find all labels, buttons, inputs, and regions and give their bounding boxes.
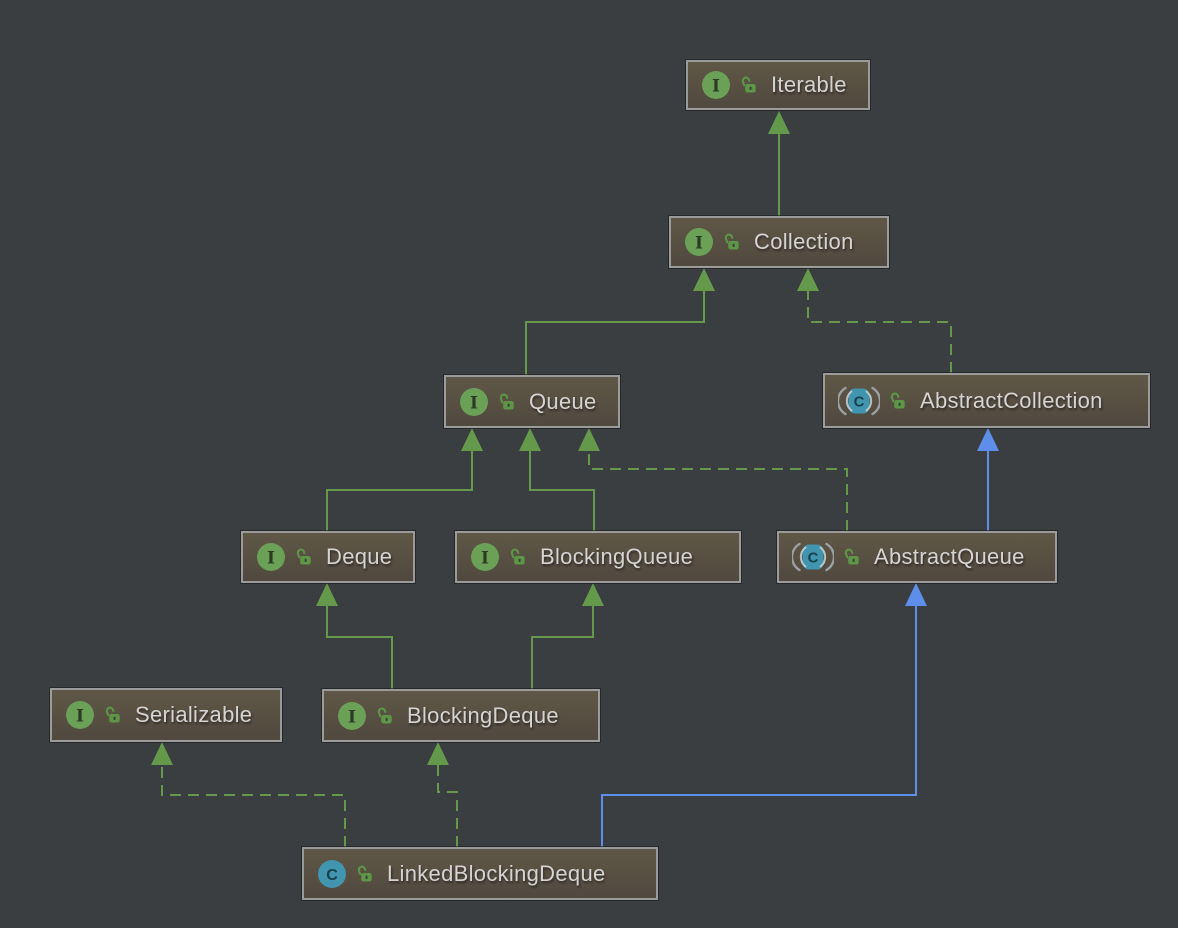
public-lock-icon: [104, 706, 122, 724]
interface-icon: I: [65, 700, 95, 730]
class-node-blocking-deque[interactable]: I BlockingDeque: [322, 689, 600, 742]
svg-text:C: C: [854, 393, 865, 410]
interface-icon: I: [470, 542, 500, 572]
class-node-linked-blocking-deque[interactable]: C LinkedBlockingDeque: [302, 847, 658, 900]
public-lock-icon: [356, 865, 374, 883]
class-name-label: Iterable: [771, 72, 847, 97]
arrowhead-queue-to-collection: [693, 268, 715, 291]
class-node-deque[interactable]: I Deque: [241, 531, 415, 583]
edge-abstract-collection-to-collection: [807, 291, 952, 373]
class-icon: C: [317, 859, 347, 889]
interface-icon: I: [337, 701, 367, 731]
public-lock-icon: [889, 392, 907, 410]
class-name-label: AbstractCollection: [920, 387, 1103, 413]
public-lock-icon: [509, 548, 527, 566]
arrowhead-blocking-queue-to-queue: [519, 428, 541, 451]
class-node-serializable[interactable]: I Serializable: [50, 688, 282, 742]
arrowhead-blocking-deque-to-deque: [316, 583, 338, 606]
public-lock-icon: [723, 233, 741, 251]
class-name-label: BlockingDeque: [407, 702, 559, 728]
svg-text:I: I: [76, 707, 84, 727]
class-node-collection[interactable]: I Collection: [669, 216, 889, 268]
arrowhead-deque-to-queue: [461, 428, 483, 451]
public-lock-icon: [498, 393, 516, 411]
interface-icon: I: [256, 542, 286, 572]
class-node-abstract-collection[interactable]: C AbstractCollection: [823, 373, 1150, 428]
svg-text:I: I: [267, 549, 275, 569]
arrowhead-linked-blocking-deque-to-serializable: [151, 742, 173, 765]
interface-icon: I: [684, 227, 714, 257]
edge-linked-blocking-deque-to-abstract-queue: [601, 606, 917, 847]
svg-text:I: I: [481, 549, 489, 569]
class-node-abstract-queue[interactable]: C AbstractQueue: [777, 531, 1057, 583]
arrowhead-blocking-deque-to-blocking-queue: [582, 583, 604, 606]
edge-abstract-queue-to-queue: [588, 451, 848, 531]
arrowhead-abstract-queue-to-abstract-collection: [977, 428, 999, 451]
public-lock-icon: [843, 548, 861, 566]
arrowhead-abstract-collection-to-collection: [797, 268, 819, 291]
class-name-label: BlockingQueue: [540, 544, 694, 569]
svg-text:I: I: [695, 234, 703, 254]
class-name-label: AbstractQueue: [874, 544, 1025, 569]
interface-icon: I: [701, 70, 731, 100]
edge-blocking-queue-to-queue: [529, 451, 595, 531]
edge-linked-blocking-deque-to-blocking-deque: [437, 765, 458, 847]
class-node-iterable[interactable]: I Iterable: [686, 60, 870, 110]
arrowhead-abstract-queue-to-queue: [578, 428, 600, 451]
edge-deque-to-queue: [326, 451, 473, 531]
class-name-label: Serializable: [135, 702, 253, 727]
class-node-blocking-queue[interactable]: I BlockingQueue: [455, 531, 741, 583]
svg-text:I: I: [712, 77, 720, 97]
svg-text:C: C: [326, 867, 338, 884]
class-name-label: Queue: [529, 388, 597, 414]
edge-linked-blocking-deque-to-serializable: [161, 765, 346, 847]
class-name-label: Deque: [326, 544, 393, 569]
public-lock-icon: [376, 707, 394, 725]
edge-blocking-deque-to-blocking-queue: [531, 606, 594, 689]
svg-text:C: C: [808, 550, 819, 567]
arrowhead-linked-blocking-deque-to-blocking-deque: [427, 742, 449, 765]
edge-queue-to-collection: [525, 291, 705, 375]
class-name-label: Collection: [754, 229, 854, 254]
arrowhead-linked-blocking-deque-to-abstract-queue: [905, 583, 927, 606]
svg-text:I: I: [470, 393, 478, 413]
abstract-class-icon: C: [792, 541, 834, 573]
interface-icon: I: [459, 387, 489, 417]
arrowhead-collection-to-iterable: [768, 111, 790, 134]
class-node-queue[interactable]: I Queue: [444, 375, 620, 428]
public-lock-icon: [295, 548, 313, 566]
public-lock-icon: [740, 76, 758, 94]
abstract-class-icon: C: [838, 385, 880, 417]
class-name-label: LinkedBlockingDeque: [387, 860, 606, 886]
edge-blocking-deque-to-deque: [326, 606, 393, 689]
svg-text:I: I: [348, 707, 356, 727]
